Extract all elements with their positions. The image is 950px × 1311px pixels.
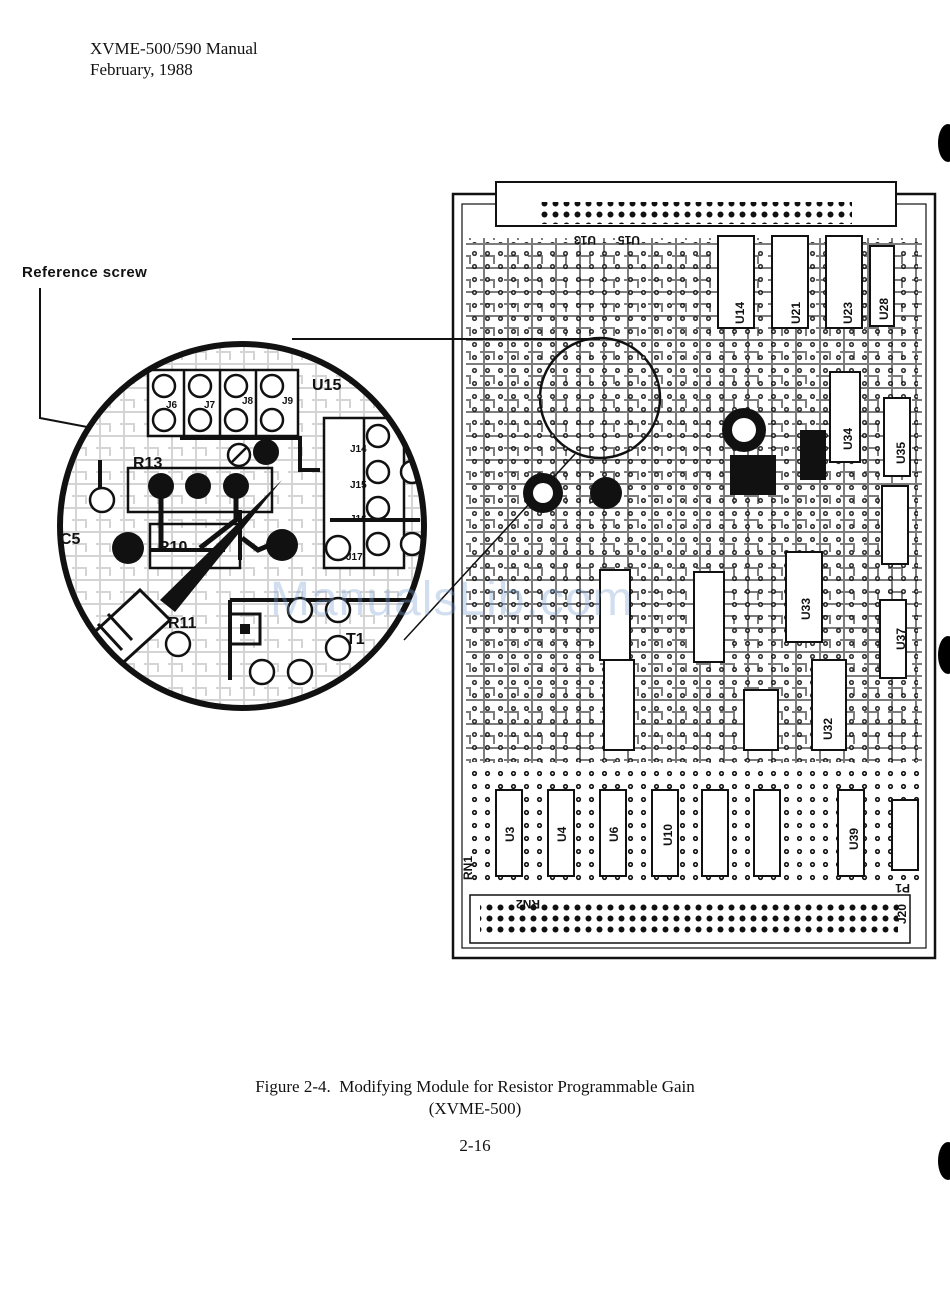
page-number: 2-16 [0,1136,950,1156]
lens-label-j15: J15 [350,480,367,491]
lens-label-j14: J14 [350,444,367,455]
lens-label-j6: J6 [166,400,178,411]
board-label-u35: U35 [894,442,908,464]
board-label-p1: P1 [895,881,910,895]
magnified-view: U15 R13 C5 R10 R11 T1 J6 J7 J8 J9 J14 J1… [10,340,430,750]
board-label-j20: J20 [895,904,909,924]
board-label-u14: U14 [733,302,747,324]
board-label-u34: U34 [841,428,855,450]
lens-label-j7: J7 [204,400,216,411]
figure-caption-line2: (XVME-500) [0,1098,950,1120]
lens-label-t1: T1 [346,631,365,648]
board-label-u13: U13 [574,233,596,247]
board-label-u6: U6 [607,826,621,842]
lens-label-j16: J16 [350,514,367,525]
board-label-u3: U3 [503,826,517,842]
watermark: ManualsLib.com [270,572,634,627]
board-label-u21: U21 [789,302,803,324]
board-label-rn2: RN2 [516,897,540,911]
lens-label-c5: C5 [60,531,81,548]
board-label-u37: U37 [894,628,908,650]
board-label-u23: U23 [841,302,855,324]
pcb-board: U13 U15 U14 U21 U23 U28 U34 U35 U37 U32 … [453,182,935,958]
board-label-u39: U39 [847,828,861,850]
board-label-u15: U15 [618,233,640,247]
board-label-u10: U10 [661,824,675,846]
lens-label-r10: R10 [158,539,187,556]
board-label-u4: U4 [555,826,569,842]
figure-caption: Figure 2-4. Modifying Module for Resisto… [0,1076,950,1120]
lens-label-j17: J17 [346,552,363,563]
board-label-u33: U33 [799,598,813,620]
lens-label-r11: R11 [168,615,197,632]
board-label-u28: U28 [877,298,891,320]
lens-label-u15: U15 [312,377,341,394]
lens-label-j9: J9 [282,396,294,407]
lens-label-j8: J8 [242,396,254,407]
figure-caption-line1: Figure 2-4. Modifying Module for Resisto… [0,1076,950,1098]
board-label-u32: U32 [821,718,835,740]
board-label-rn1: RN1 [461,856,475,880]
lens-label-r13: R13 [133,455,162,472]
